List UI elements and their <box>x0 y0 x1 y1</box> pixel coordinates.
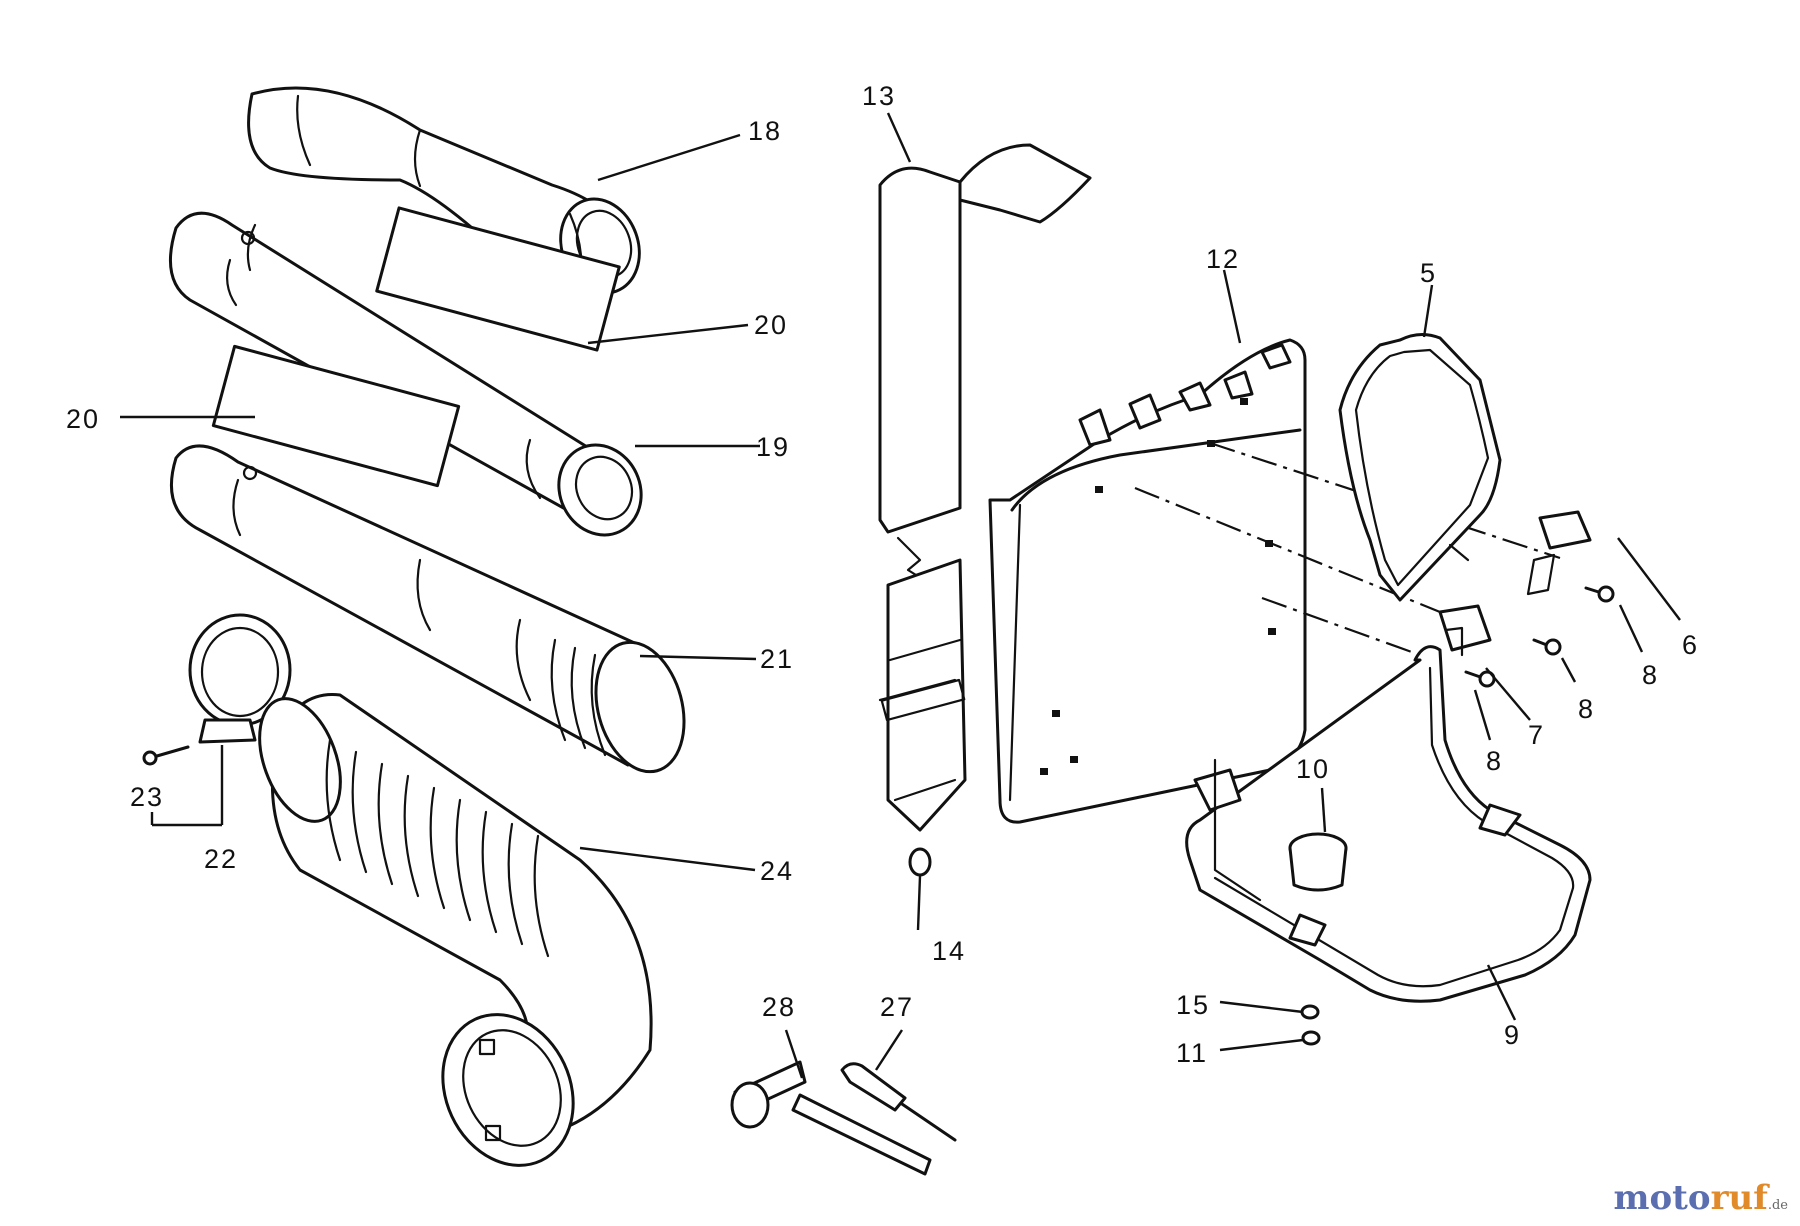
part-11-nut <box>1301 1030 1321 1046</box>
callout-20-upper: 20 <box>754 310 788 340</box>
part-14-ring <box>908 847 932 877</box>
callout-6: 6 <box>1682 630 1699 660</box>
part-8-bolt-b <box>1532 638 1562 656</box>
part-12-cushion <box>988 338 1307 824</box>
callout-15: 15 <box>1176 990 1210 1020</box>
callout-22: 22 <box>204 844 238 874</box>
part-6-bracket <box>1526 510 1592 596</box>
callout-23: 23 <box>130 782 164 812</box>
watermark-logo: motoruf.de <box>1614 1178 1788 1218</box>
callout-20-lower: 20 <box>66 404 100 434</box>
callout-19: 19 <box>756 432 790 462</box>
callout-7: 7 <box>1528 720 1545 750</box>
watermark-suffix: .de <box>1767 1198 1788 1213</box>
part-9-lower-frame <box>1185 645 1592 1003</box>
callout-8-a: 8 <box>1642 660 1659 690</box>
callout-8-b: 8 <box>1578 694 1595 724</box>
part-28-wrench <box>730 1060 932 1176</box>
part-10-cap <box>1288 832 1348 892</box>
part-15-washer <box>1300 1004 1320 1020</box>
callout-21: 21 <box>760 644 794 674</box>
watermark-text-1: moto <box>1613 1178 1711 1218</box>
callout-13: 13 <box>862 81 896 111</box>
callout-5: 5 <box>1420 258 1437 288</box>
part-7-bracket <box>1438 604 1492 657</box>
callout-14: 14 <box>932 936 966 966</box>
leader-lines <box>120 112 1681 1079</box>
callout-18: 18 <box>748 116 782 146</box>
part-24-flexible-hose <box>258 693 653 1167</box>
callout-9: 9 <box>1504 1020 1521 1050</box>
part-23-screw <box>142 745 190 766</box>
callout-numbers: 13 18 12 5 20 20 19 6 8 8 7 8 21 10 23 2… <box>66 81 1699 1068</box>
callout-8-c: 8 <box>1486 746 1503 776</box>
part-8-bolt-a <box>1584 585 1615 603</box>
alignment-line-3 <box>1261 596 1421 657</box>
callout-28: 28 <box>762 992 796 1022</box>
callout-12: 12 <box>1206 244 1240 274</box>
watermark-text-2: ruf <box>1710 1178 1768 1218</box>
part-19-straight-pipe <box>169 211 643 537</box>
part-5-frame <box>1338 333 1502 602</box>
part-22-band-clamp <box>188 613 292 744</box>
part-8-bolt-c <box>1464 670 1496 688</box>
part-27-screwdriver <box>840 1062 957 1142</box>
part-20-label-upper <box>375 206 621 352</box>
part-20-label-lower <box>211 344 461 488</box>
callout-27: 27 <box>880 992 914 1022</box>
callout-24: 24 <box>760 856 794 886</box>
callout-11: 11 <box>1176 1038 1208 1068</box>
callout-10: 10 <box>1296 754 1330 784</box>
part-13-back-pad <box>878 143 1092 832</box>
alignment-line-2 <box>1134 486 1441 614</box>
part-21-corrugated-pipe <box>169 444 686 774</box>
